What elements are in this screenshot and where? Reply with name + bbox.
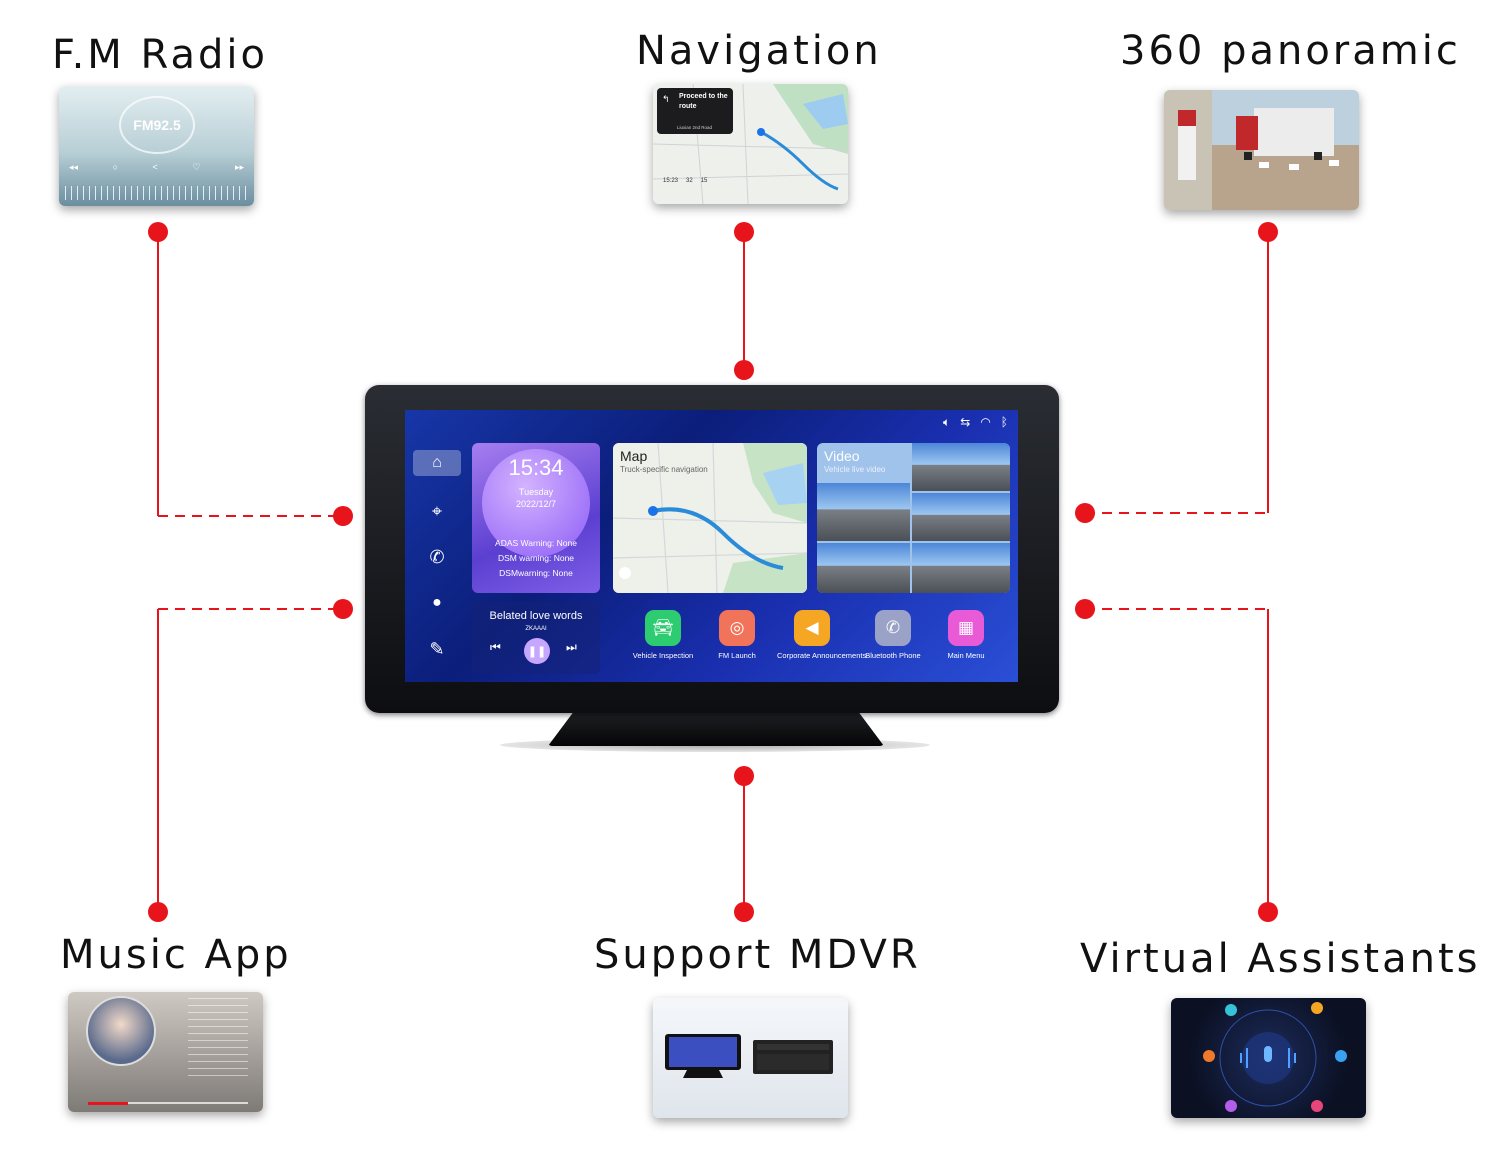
progress-fill	[88, 1102, 128, 1105]
device-stand	[548, 710, 884, 746]
nav-instruction-panel: ↰ Proceed to the route Liuxian 2nd Road	[657, 88, 733, 134]
car-icon: 🚘︎	[645, 610, 681, 646]
phone-icon: ✆	[429, 546, 445, 567]
dsm-warning-2: DSMwarning: None	[499, 568, 573, 578]
app-bluetooth-phone[interactable]: ✆ Bluetooth Phone	[858, 610, 928, 660]
fm-radio-title: F.M Radio	[52, 32, 268, 78]
forward-icon: ▸▸	[234, 162, 244, 172]
nav-km: 15	[700, 178, 708, 184]
frequency-scale	[65, 186, 248, 200]
device-screen: 🔈︎ ⇆ ◠ ᛒ ⌂ ⌖ ✆ ● ✎ 15:34 Tuesday 2022/12…	[405, 410, 1018, 682]
assistant-graphic	[1203, 1002, 1347, 1112]
app-vehicle-inspection[interactable]: 🚘︎ Vehicle Inspection	[628, 610, 698, 660]
music-app-title: Music App	[60, 932, 292, 978]
video-subtitle: Vehicle live video	[824, 465, 886, 474]
clock-date: 2022/12/7	[515, 499, 557, 509]
navigation-thumbnail[interactable]: ↰ Proceed to the route Liuxian 2nd Road …	[653, 84, 848, 204]
nav-minutes: 32	[686, 178, 693, 184]
microphone-icon: ●	[432, 594, 442, 611]
clock-circle	[482, 449, 590, 557]
map-title: Map	[620, 448, 648, 464]
home-button[interactable]: ⌂	[413, 450, 461, 476]
wifi-icon: ◠	[980, 415, 991, 429]
arrow-turn-icon: ↰	[662, 94, 670, 104]
map-widget[interactable]: Map Truck-specific navigation	[613, 443, 807, 593]
app-fm-launch[interactable]: ◎ FM Launch	[702, 610, 772, 660]
album-art	[86, 996, 156, 1066]
previous-icon[interactable]: ⏮︎	[490, 640, 501, 654]
grid-icon: ▦	[948, 610, 984, 646]
phone-icon: ✆	[875, 610, 911, 646]
nav-stats: 15:23 32 15	[663, 178, 707, 184]
clock-day: Tuesday	[518, 487, 554, 497]
navigation-title: Navigation	[636, 28, 882, 74]
voice-button[interactable]: ●	[413, 586, 461, 620]
video-title: Video	[824, 448, 860, 464]
map-subtitle: Truck-specific navigation	[620, 465, 708, 474]
clock-widget[interactable]: 15:34 Tuesday 2022/12/7 ADAS Warning: No…	[472, 443, 600, 593]
pause-button[interactable]: ❚❚	[524, 638, 550, 664]
dsm-warning: DSM warning: None	[497, 553, 575, 563]
music-app-thumbnail[interactable]	[68, 992, 263, 1112]
app-label: FM Launch	[718, 651, 756, 660]
video-feed-5	[912, 543, 1010, 593]
clock-time: 15:34	[508, 455, 564, 480]
app-label: Corporate Announcements	[777, 651, 867, 660]
phone-button[interactable]: ✆	[413, 540, 461, 574]
heart-icon: ♡	[192, 162, 201, 172]
location-pin-icon: ⌖	[431, 500, 443, 521]
bluetooth-icon: ᛒ	[1000, 415, 1008, 429]
nav-road-name: Liuxian 2nd Road	[677, 125, 713, 130]
fm-radio-thumbnail[interactable]: FM92.5 ◂◂ ○ < ♡ ▸▸	[59, 86, 254, 206]
fm-frequency: FM92.5	[119, 96, 195, 154]
screen-sidebar: ⌂ ⌖ ✆ ● ✎	[413, 444, 461, 674]
speaker-icon: ◀︎	[794, 610, 830, 646]
volume-icon: 🔈︎	[943, 415, 951, 429]
nav-instruction: Proceed to the route	[679, 93, 728, 110]
map-button[interactable]: ⌖	[413, 494, 461, 528]
app-label: Bluetooth Phone	[865, 651, 921, 660]
fm-controls: ◂◂ ○ < ♡ ▸▸	[69, 162, 244, 173]
rewind-icon: ◂◂	[69, 162, 79, 172]
app-label: Main Menu	[947, 651, 985, 660]
nav-arrival-time: 15:23	[663, 178, 679, 184]
panoramic-title: 360 panoramic	[1120, 28, 1461, 74]
loop-icon: ○	[112, 162, 119, 172]
progress-bar	[88, 1102, 248, 1104]
video-widget[interactable]: Video Vehicle live video	[817, 443, 1010, 593]
map-graphic	[613, 443, 807, 593]
edit-icon: ✎	[429, 638, 445, 659]
app-label: Vehicle Inspection	[632, 651, 694, 660]
next-icon[interactable]: ⏭︎	[566, 640, 577, 654]
status-bar: 🔈︎ ⇆ ◠ ᛒ	[943, 415, 1008, 430]
video-feed-2	[912, 443, 1010, 491]
home-icon: ⌂	[432, 454, 442, 471]
app-corporate-announcements[interactable]: ◀︎ Corporate Announcements	[777, 610, 867, 660]
virtual-assistants-thumbnail[interactable]	[1171, 998, 1366, 1118]
video-feed-3	[912, 493, 1010, 541]
video-feed-1	[817, 483, 910, 541]
share-icon: <	[152, 162, 158, 172]
app-main-menu[interactable]: ▦ Main Menu	[931, 610, 1001, 660]
virtual-assistants-title: Virtual Assistants	[1080, 936, 1481, 982]
radio-icon: ◎	[719, 610, 755, 646]
panoramic-graphic	[1164, 90, 1359, 210]
adas-warning: ADAS Warning: None	[495, 538, 577, 548]
edit-button[interactable]: ✎	[413, 632, 461, 666]
video-feed-4	[817, 543, 910, 593]
song-title: Belated love words	[489, 610, 583, 622]
music-widget[interactable]: Belated love words ZKAAAI ⏮︎ ❚❚ ⏭︎	[472, 602, 600, 674]
lyrics-list	[188, 998, 248, 1078]
mdvr-graphic	[665, 1034, 833, 1078]
usb-icon: ⇆	[960, 415, 971, 429]
mdvr-thumbnail[interactable]	[653, 998, 848, 1118]
mdvr-title: Support MDVR	[594, 932, 921, 978]
song-artist: ZKAAAI	[525, 626, 547, 632]
panoramic-thumbnail[interactable]	[1164, 90, 1359, 210]
pause-icon: ❚❚	[527, 645, 547, 658]
